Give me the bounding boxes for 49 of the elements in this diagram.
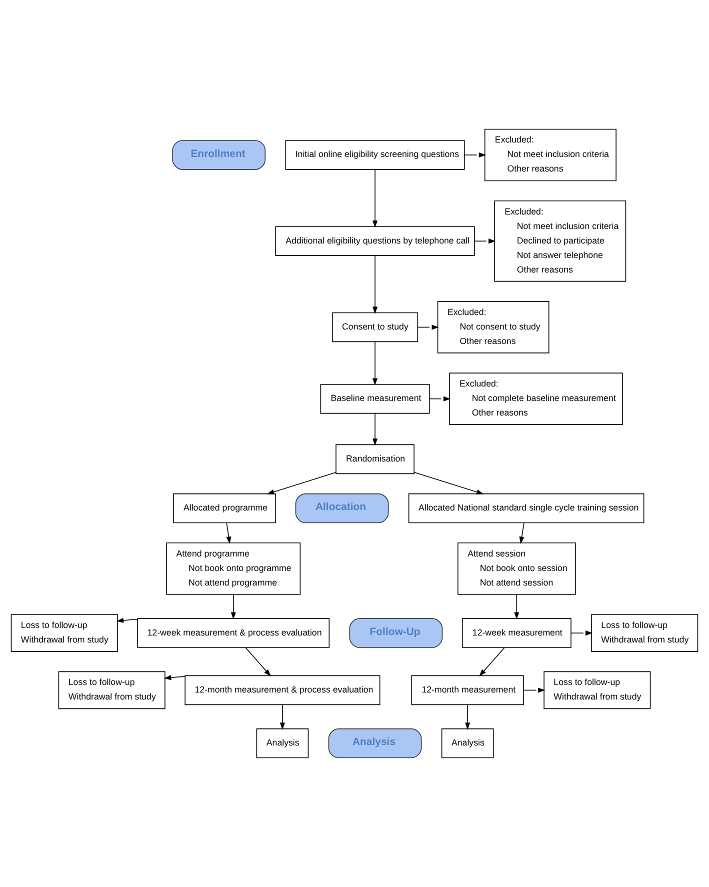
arrow bbox=[474, 238, 496, 244]
node-box: Excluded: Not meet inclusion criteria Other reasons bbox=[484, 128, 616, 182]
node-box: Excluded: Not consent to study Other reasons bbox=[437, 301, 550, 354]
node-box: Loss to follow-up Withdrawal from study bbox=[591, 614, 698, 652]
node-box: Excluded: Not complete baseline measurement Other reasons bbox=[449, 372, 623, 425]
node-box: Allocated programme bbox=[173, 493, 276, 524]
node-box: Excluded: Not meet inclusion criteria Declined to participate Not answer telephone Other reasons bbox=[494, 200, 626, 282]
arrow bbox=[417, 324, 440, 330]
node-box: Analysis bbox=[256, 728, 309, 758]
node-box: 12-month measurement & process evaluation bbox=[184, 675, 380, 706]
arrow bbox=[230, 594, 236, 620]
node-box: Allocation bbox=[295, 493, 389, 524]
node-box: Allocated National standard single cycle training session bbox=[408, 493, 644, 524]
arrow bbox=[245, 647, 271, 676]
arrow bbox=[479, 647, 505, 676]
arrow bbox=[428, 396, 451, 402]
arrow bbox=[514, 594, 520, 620]
arrow bbox=[372, 169, 378, 228]
arrow bbox=[465, 704, 470, 730]
arrow bbox=[372, 255, 378, 314]
arrow bbox=[116, 618, 138, 623]
node-box: Baseline measurement bbox=[320, 384, 430, 414]
node-box: Loss to follow-up Withdrawal from study bbox=[544, 671, 651, 710]
arrow bbox=[523, 688, 546, 693]
arrow bbox=[372, 341, 378, 386]
arrow bbox=[226, 522, 232, 544]
node-box: Attend programme Not book onto programme Not attend programme bbox=[166, 542, 301, 595]
node-box: Enrollment bbox=[172, 140, 266, 170]
node-box: Analysis bbox=[328, 728, 422, 758]
arrow bbox=[464, 152, 486, 158]
arrow bbox=[164, 675, 186, 680]
arrow bbox=[280, 704, 285, 730]
node-box: 12-week measurement & process evaluation bbox=[137, 618, 330, 648]
node-box: 12-week measurement bbox=[462, 618, 572, 648]
node-box: Consent to study bbox=[332, 312, 418, 342]
node-box: Analysis bbox=[441, 728, 494, 758]
arrow bbox=[570, 630, 593, 636]
node-box: 12-month measurement bbox=[411, 675, 524, 706]
node-box: Randomisation bbox=[336, 444, 414, 474]
arrow bbox=[266, 472, 336, 494]
node-box: Follow-Up bbox=[349, 618, 443, 648]
node-box: Initial online eligibility screening questions bbox=[285, 140, 465, 170]
node-box: Attend session Not book onto session Not attend session bbox=[458, 542, 576, 595]
node-box: Additional eligibility questions by telephone call bbox=[275, 226, 475, 256]
arrow bbox=[372, 413, 378, 446]
arrow bbox=[414, 472, 484, 494]
node-box: Loss to follow-up Withdrawal from study bbox=[10, 614, 118, 652]
node-box: Loss to follow-up Withdrawal from study bbox=[58, 671, 166, 710]
arrow bbox=[519, 522, 524, 544]
